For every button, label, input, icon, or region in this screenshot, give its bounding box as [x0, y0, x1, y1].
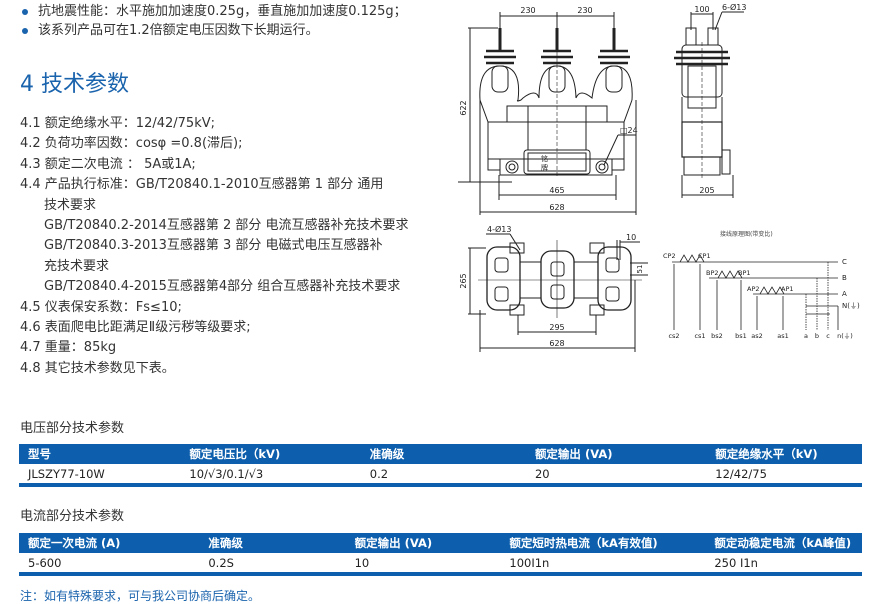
- svg-text:A: A: [842, 290, 847, 298]
- svg-text:cs1: cs1: [694, 332, 705, 340]
- spec-item: 技术要求: [44, 197, 97, 213]
- svg-text:as1: as1: [777, 332, 789, 340]
- current-table-caption: 电流部分技术参数: [20, 509, 125, 524]
- column-header: 准确级: [369, 447, 405, 461]
- section-title: 4 技术参数: [20, 72, 129, 97]
- svg-text:AP1: AP1: [781, 285, 794, 293]
- column-header: 型号: [28, 447, 51, 461]
- front-view-drawing: 230 230 铭 牌 □24: [458, 6, 638, 215]
- svg-text:b: b: [815, 332, 819, 340]
- top-view-drawing: 4-Ø13 265 10 51 295 628: [459, 224, 648, 352]
- table-row: 5-600 0.2S 10 100I1n 250 I1n: [19, 553, 862, 576]
- spec-item: 4.2 负荷功率因数：cosφ =0.8(滞后);: [20, 136, 243, 152]
- svg-text:10: 10: [626, 233, 636, 242]
- svg-text:cs2: cs2: [668, 332, 679, 340]
- svg-text:as2: as2: [751, 332, 763, 340]
- spec-item: 4.1 额定绝缘水平：12/42/75kV;: [20, 116, 215, 131]
- spec-item: 4.7 重量：85kg: [20, 340, 117, 356]
- column-header: 额定输出 (VA): [534, 447, 613, 461]
- table-cell: 10: [354, 555, 370, 570]
- svg-text:bs1: bs1: [735, 332, 747, 340]
- svg-text:4-Ø13: 4-Ø13: [487, 224, 511, 234]
- voltage-table-caption: 电压部分技术参数: [20, 421, 125, 436]
- column-header: 额定一次电流 (A): [28, 536, 121, 550]
- spec-item: GB/T20840.3-2013互感器第 3 部分 电磁式电压互感器补: [44, 238, 383, 254]
- current-table: 额定一次电流 (A) 准确级 额定输出 (VA) 额定短时热电流（kA有效值) …: [19, 533, 862, 576]
- svg-text:230: 230: [577, 6, 592, 15]
- table-cell: 5-600: [28, 555, 62, 570]
- table-cell: 250 I1n: [714, 555, 758, 570]
- table-cell: 100I1n: [509, 555, 550, 570]
- table-cell: JLSZY77-10W: [28, 466, 105, 481]
- svg-text:AP2: AP2: [747, 285, 760, 293]
- svg-text:B: B: [842, 274, 847, 282]
- bullet-text: 抗地震性能：水平施加加速度0.25g，垂直施加加速度0.125g；: [38, 4, 407, 19]
- svg-text:622: 622: [459, 100, 468, 115]
- svg-text:CP2: CP2: [663, 252, 676, 260]
- svg-text:bs2: bs2: [711, 332, 723, 340]
- spec-list: 4.1 额定绝缘水平：12/42/75kV; 4.2 负荷功率因数：cosφ =…: [20, 114, 440, 379]
- svg-text:BP1: BP1: [738, 269, 751, 277]
- svg-text:265: 265: [459, 273, 468, 288]
- svg-text:C: C: [842, 258, 847, 266]
- svg-text:100: 100: [694, 5, 709, 14]
- spec-item: 充技术要求: [44, 258, 110, 274]
- svg-text:牌: 牌: [541, 163, 548, 172]
- svg-text:接线原理图(带变比): 接线原理图(带变比): [720, 230, 773, 238]
- bullet-text: 该系列产品可在1.2倍额定电压因数下长期运行。: [38, 23, 319, 38]
- column-header: 准确级: [208, 536, 243, 550]
- table-cell: 10/√3/0.1/√3: [189, 466, 264, 481]
- column-header: 额定电压比（kV): [189, 447, 281, 461]
- svg-text:□24: □24: [620, 126, 638, 135]
- svg-text:51: 51: [636, 265, 644, 274]
- bullet-item: 抗地震性能：水平施加加速度0.25g，垂直施加加速度0.125g；: [22, 2, 407, 21]
- voltage-table: 型号 额定电压比（kV) 准确级 额定输出 (VA) 额定绝缘水平（kV) JL…: [19, 444, 862, 487]
- column-header: 额定动稳定电流（kA峰值): [714, 536, 852, 550]
- spec-item: 4.6 表面爬电比距满足Ⅱ级污秽等级要求;: [20, 320, 251, 336]
- svg-text:a: a: [804, 332, 808, 340]
- svg-text:295: 295: [549, 323, 564, 332]
- svg-text:6-Ø13: 6-Ø13: [722, 2, 746, 12]
- svg-text:N(⏚): N(⏚): [842, 302, 860, 310]
- table-header-row: 型号 额定电压比（kV) 准确级 额定输出 (VA) 额定绝缘水平（kV): [19, 444, 862, 464]
- svg-text:465: 465: [549, 186, 564, 195]
- svg-text:628: 628: [549, 203, 564, 212]
- spec-item: 4.8 其它技术参数见下表。: [20, 360, 175, 376]
- side-view-drawing: 100 6-Ø13 205: [674, 2, 746, 198]
- column-header: 额定短时热电流（kA有效值): [509, 536, 658, 550]
- bullet-item: 该系列产品可在1.2倍额定电压因数下长期运行。: [22, 21, 407, 40]
- column-header: 额定输出 (VA): [354, 536, 433, 550]
- svg-text:c: c: [826, 332, 830, 340]
- technical-drawings: 230 230 铭 牌 □24: [458, 2, 860, 352]
- footnote: 注：如有特殊要求，可与我公司协商后确定。: [20, 589, 261, 603]
- spec-item: 4.5 仪表保安系数：Fs≤10;: [20, 299, 182, 315]
- svg-text:BP2: BP2: [706, 269, 719, 277]
- svg-text:230: 230: [520, 6, 535, 15]
- bullet-dot-icon: [22, 8, 28, 15]
- wiring-diagram: 接线原理图(带变比) CP2 CP1 C BP2 BP1 B AP2 AP1 A…: [663, 230, 860, 340]
- spec-item: 4.4 产品执行标准：GB/T20840.1-2010互感器第 1 部分 通用: [20, 177, 384, 193]
- table-cell: 0.2: [369, 466, 389, 481]
- bullet-dot-icon: [22, 27, 28, 34]
- table-header-row: 额定一次电流 (A) 准确级 额定输出 (VA) 额定短时热电流（kA有效值) …: [19, 533, 862, 553]
- table-row: JLSZY77-10W 10/√3/0.1/√3 0.2 20 12/42/75: [19, 464, 862, 487]
- svg-text:205: 205: [699, 186, 714, 195]
- spec-item: GB/T20840.2-2014互感器第 2 部分 电流互感器补充技术要求: [44, 218, 409, 234]
- table-cell: 0.2S: [208, 555, 234, 570]
- svg-text:628: 628: [549, 339, 564, 348]
- spec-item: GB/T20840.4-2015互感器第4部分 组合互感器补充技术要求: [44, 279, 401, 295]
- table-cell: 12/42/75: [715, 466, 767, 481]
- table-cell: 20: [534, 466, 550, 481]
- svg-text:CP1: CP1: [698, 252, 711, 260]
- column-header: 额定绝缘水平（kV): [715, 447, 818, 461]
- svg-text:n(⏚): n(⏚): [837, 332, 853, 340]
- feature-bullets: 抗地震性能：水平施加加速度0.25g，垂直施加加速度0.125g； 该系列产品可…: [22, 2, 407, 40]
- spec-item: 4.3 额定二次电流 ： 5A或1A;: [20, 156, 196, 172]
